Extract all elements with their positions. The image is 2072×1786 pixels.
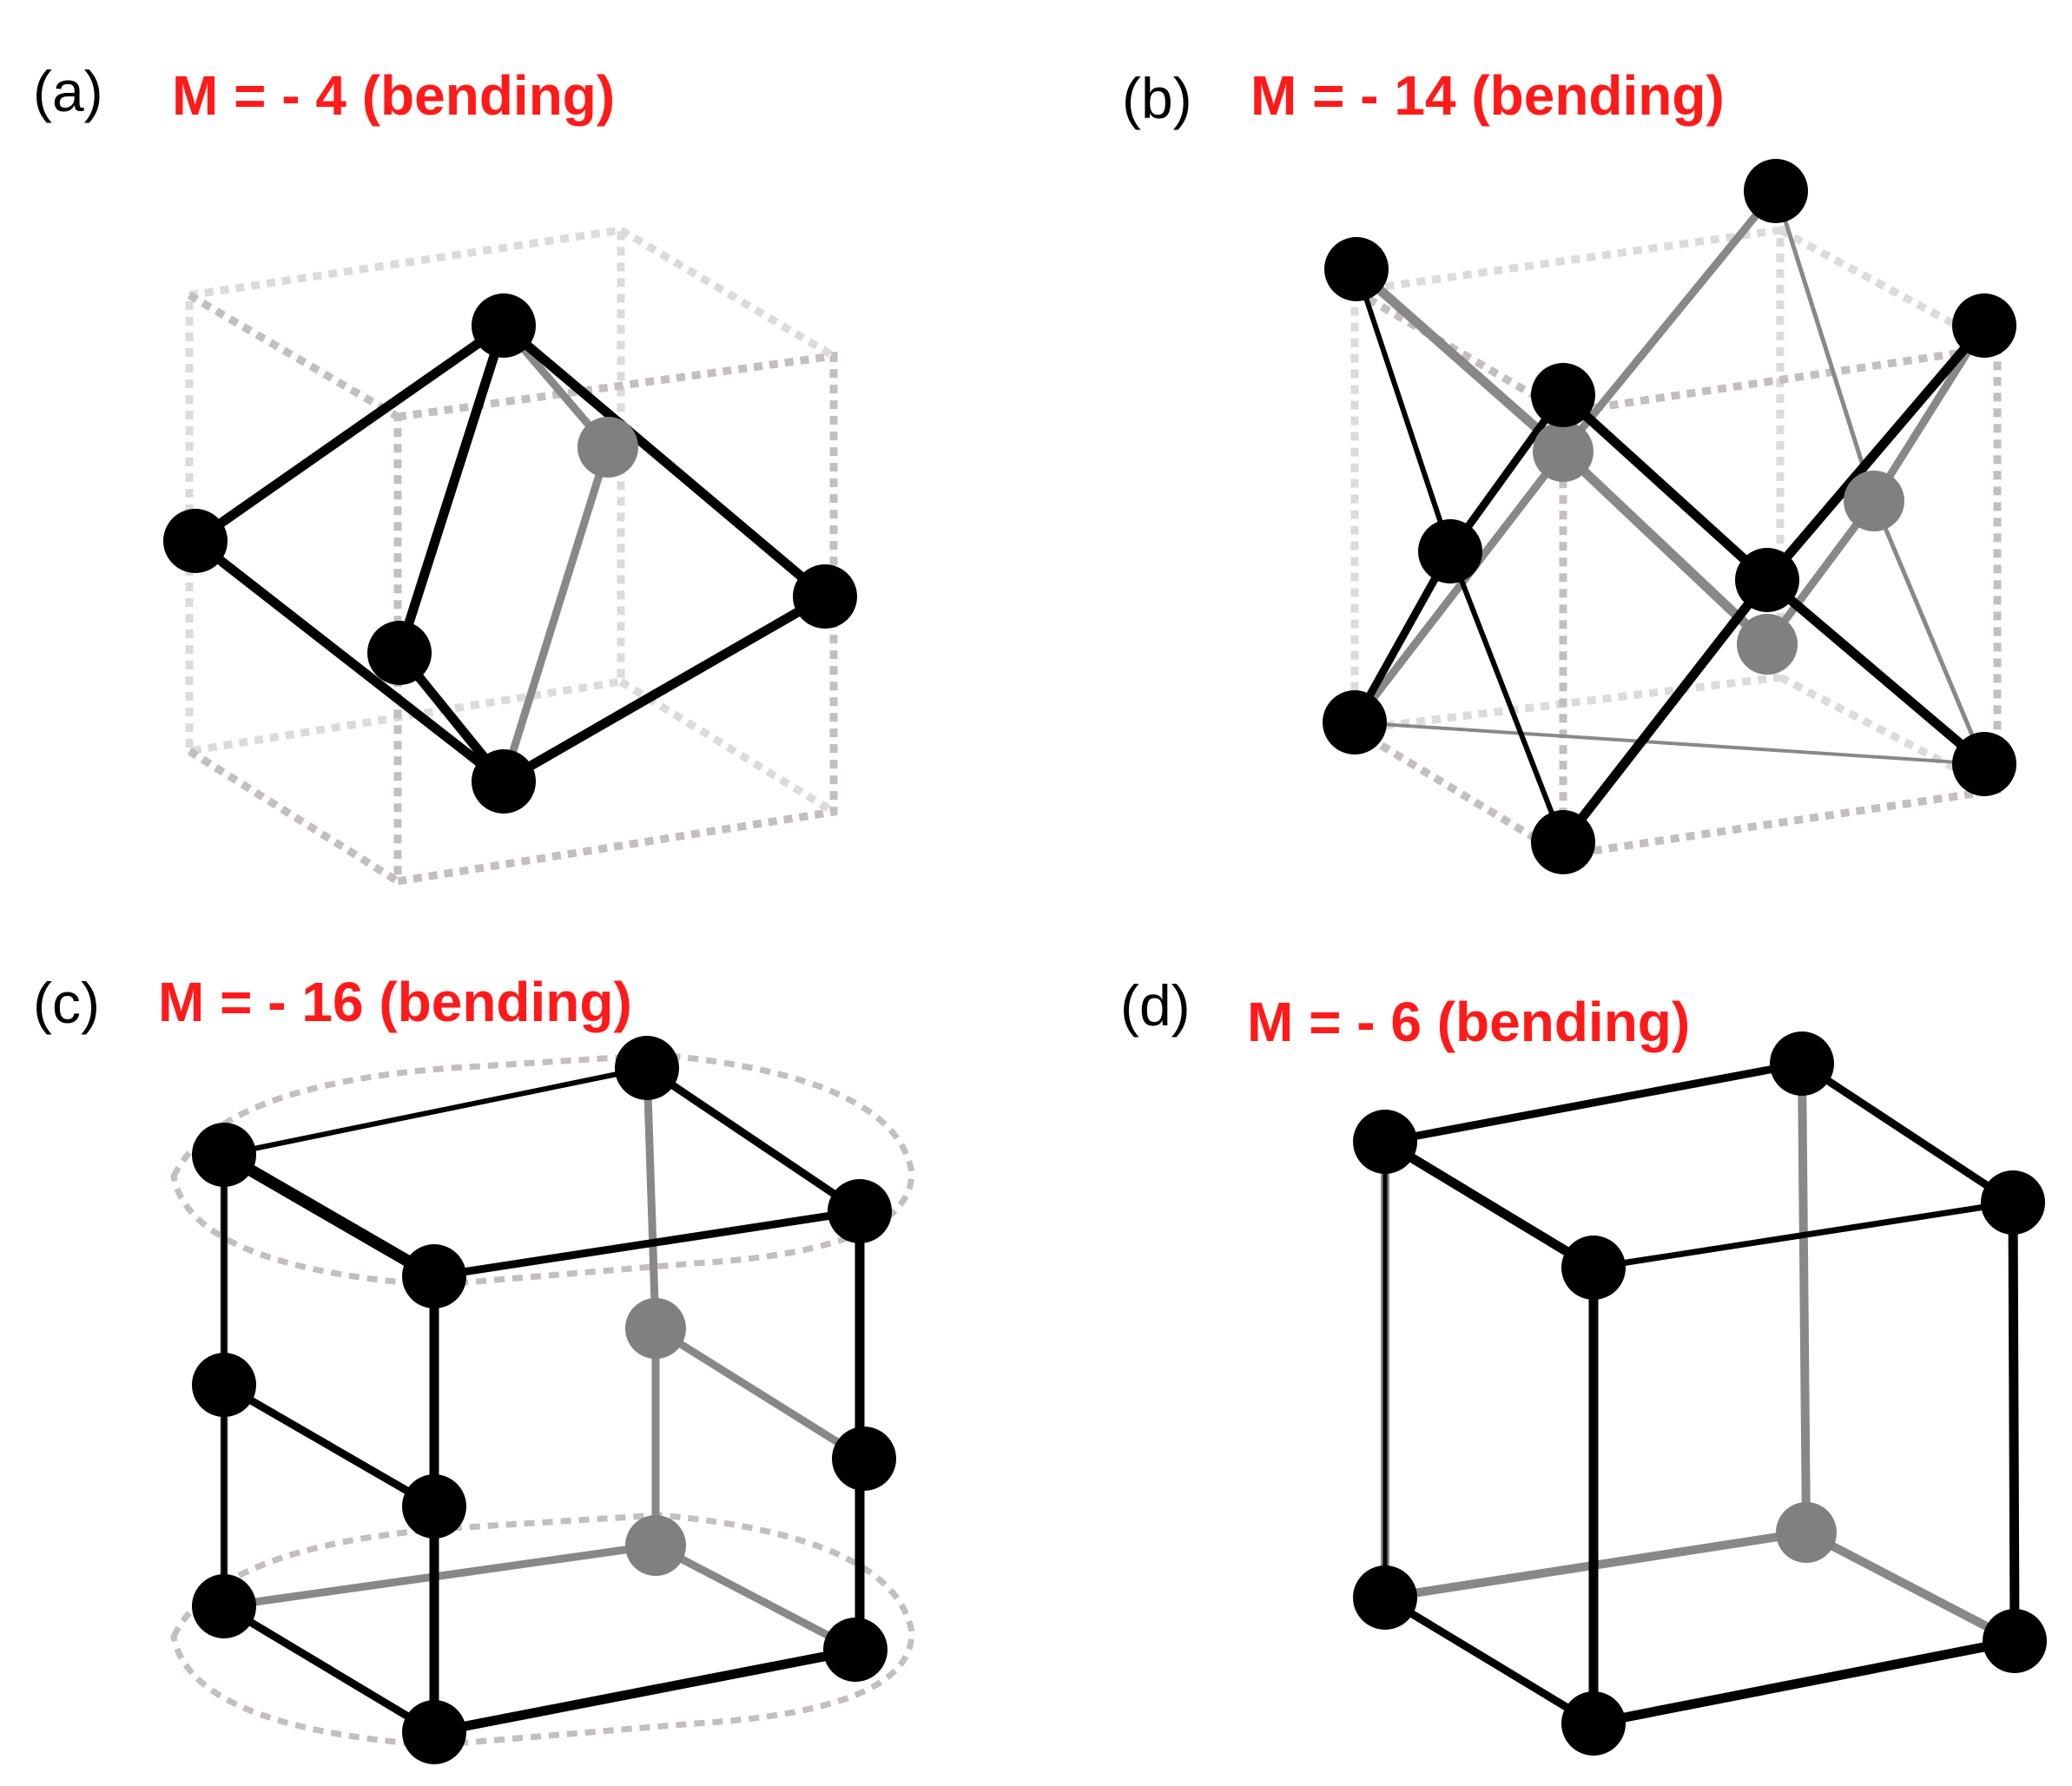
node: [192, 1574, 256, 1638]
node: [1531, 810, 1595, 874]
panel-a-label: (a): [33, 59, 103, 123]
node: [367, 621, 432, 685]
panel-b-nodes: [1323, 159, 2016, 874]
node: [402, 1244, 466, 1308]
node: [828, 1179, 892, 1243]
panel-b-formula: M = - 14 (bending): [1250, 64, 1725, 127]
panel-d-front-struts: [1380, 1059, 2020, 1729]
node: [1561, 1691, 1626, 1756]
panel-d-formula: M = - 6 (bending): [1247, 991, 1691, 1053]
node: [615, 1036, 679, 1100]
node: [1952, 732, 2016, 796]
node-back: [625, 1515, 686, 1576]
node: [832, 1427, 896, 1491]
node: [192, 1353, 256, 1417]
panel-d-label: (d): [1120, 973, 1191, 1038]
panel-a-diagram: [163, 225, 857, 886]
node: [1981, 1170, 2045, 1235]
panel-a-ghost-cell: [185, 225, 838, 886]
panel-c-label: (c): [33, 971, 100, 1035]
node: [1323, 690, 1387, 755]
node: [1983, 1609, 2047, 1673]
node: [1531, 363, 1595, 427]
node: [402, 1700, 466, 1764]
node-back: [1533, 421, 1594, 482]
node: [1744, 159, 1808, 223]
node: [472, 749, 536, 814]
node: [793, 564, 857, 629]
node: [192, 1123, 256, 1187]
node: [1418, 519, 1482, 583]
panel-c-nodes: [192, 1036, 896, 1764]
panel-c-diagram: [170, 1036, 915, 1764]
node: [402, 1474, 466, 1539]
node-back: [1776, 1502, 1837, 1563]
panel-a-front-struts: [190, 320, 830, 787]
node: [472, 293, 536, 358]
node: [163, 509, 228, 573]
node: [1770, 1031, 1834, 1096]
node: [1735, 548, 1799, 612]
panel-b-diagram: [1323, 159, 2016, 874]
panel-b-front-struts: [1350, 267, 1990, 847]
panel-b-label: (b): [1122, 66, 1192, 130]
node: [1353, 1565, 1417, 1630]
node-back: [577, 417, 638, 478]
panel-d-back-struts: [1381, 1059, 2019, 1645]
panel-a-nodes: [163, 293, 857, 814]
node-back: [1737, 614, 1798, 675]
node: [1353, 1110, 1417, 1174]
node: [1952, 293, 2016, 358]
panel-c-ghost-outlines: [170, 1051, 915, 1749]
node: [823, 1618, 888, 1682]
node-back: [625, 1298, 686, 1359]
panel-c-formula: M = - 16 (bending): [158, 971, 632, 1033]
node: [1561, 1236, 1626, 1300]
node: [1324, 237, 1389, 301]
panel-a-formula: M = - 4 (bending): [172, 64, 616, 127]
node-back: [1844, 471, 1904, 531]
panel-c-back-struts: [220, 1064, 868, 1654]
panel-d-nodes: [1353, 1031, 2047, 1756]
panel-d-diagram: [1353, 1031, 2047, 1756]
